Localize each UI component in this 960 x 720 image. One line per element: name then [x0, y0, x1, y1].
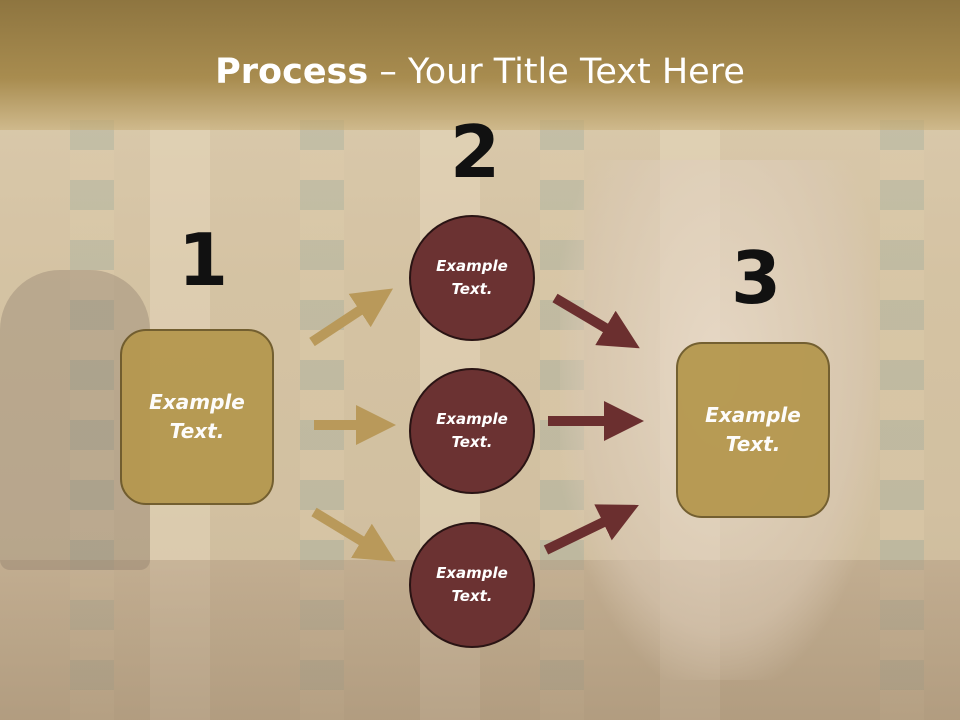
step-number-3: 3 [731, 236, 782, 320]
circle-bottom-label: Example Text. [436, 564, 508, 605]
step-number-2: 2 [450, 110, 501, 194]
circle-middle-label: Example Text. [436, 410, 508, 451]
arrow-top-to-3 [552, 293, 640, 349]
arrow-1-to-top [309, 288, 394, 347]
step-3-label: Example Text. [705, 403, 801, 456]
step-1-box: Example Text. [120, 329, 274, 505]
slide-title: Process – Your Title Text Here [0, 52, 960, 92]
title-bar [0, 0, 960, 130]
arrow-bottom-to-3 [543, 504, 639, 555]
step-number-1: 1 [178, 218, 229, 302]
arrow-1-to-bottom [311, 507, 396, 562]
circle-top-label: Example Text. [436, 257, 508, 298]
step-2-circle-middle: Example Text. [409, 368, 535, 494]
title-rest: – Your Title Text Here [368, 52, 745, 92]
step-2-circle-top: Example Text. [409, 215, 535, 341]
step-2-circle-bottom: Example Text. [409, 522, 535, 648]
step-3-box: Example Text. [676, 342, 830, 518]
title-bold: Process [215, 52, 369, 92]
step-1-label: Example Text. [149, 390, 245, 443]
